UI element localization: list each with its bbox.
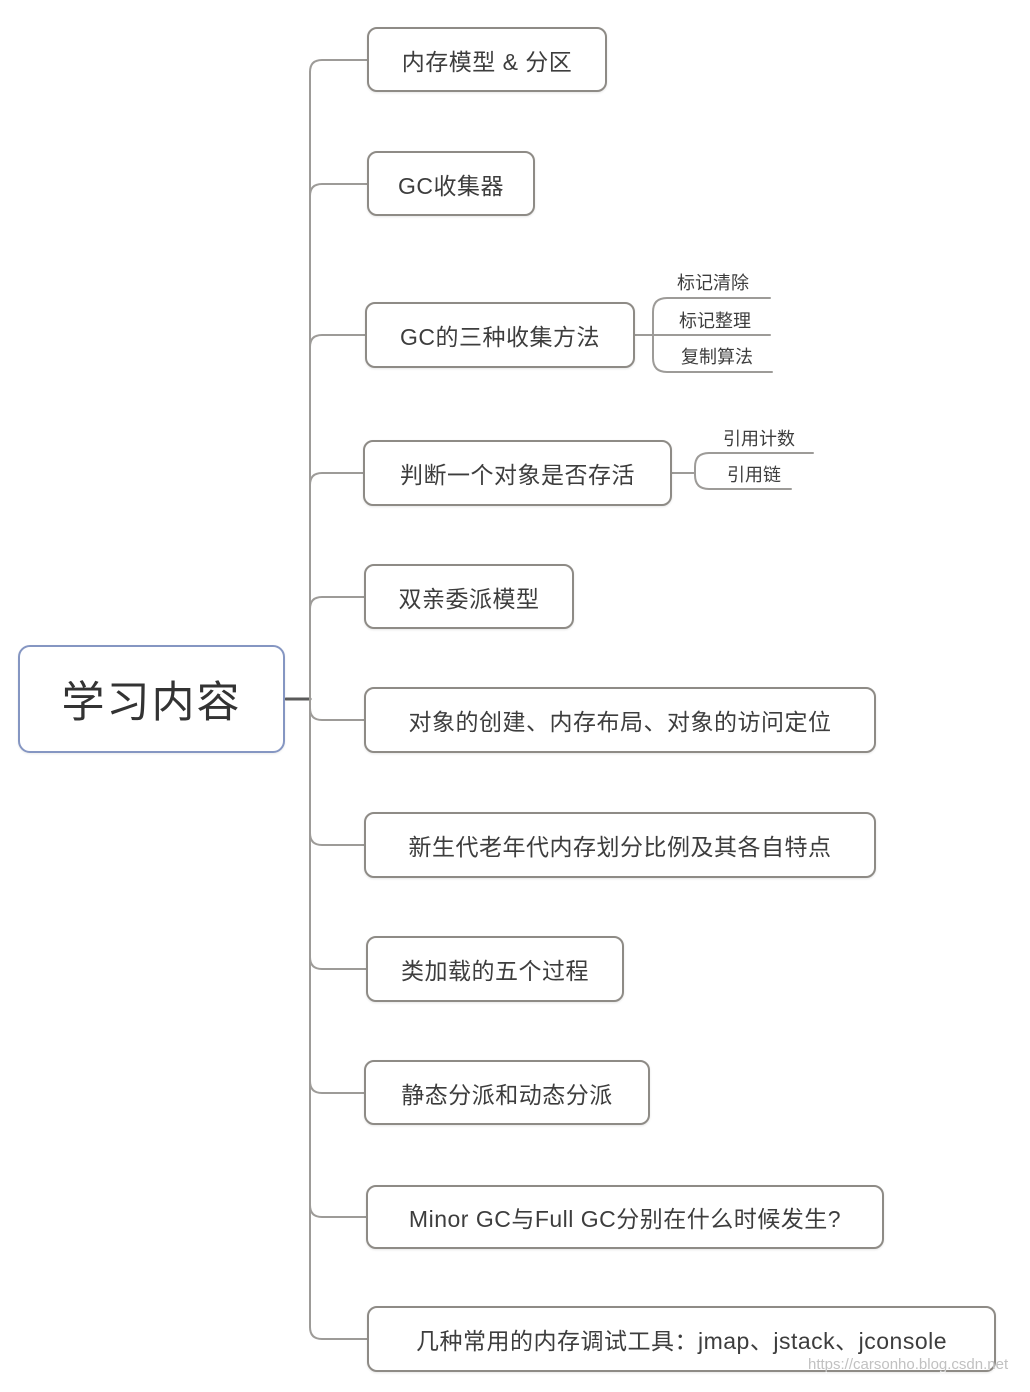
connector-topic-gc-collectors [309,183,368,197]
topic-dispatch[interactable]: 静态分派和动态分派 [364,1060,650,1125]
subtopic-copying[interactable]: 复制算法 [681,345,753,369]
topic-debug-tools[interactable]: 几种常用的内存调试工具：jmap、jstack、jconsole [367,1306,996,1372]
subtopic-mark-sweep[interactable]: 标记清除 [677,271,749,295]
connector-topic-gc-methods [309,334,366,348]
connector-topic-generation-ratio [309,832,365,846]
topic-parent-delegation[interactable]: 双亲委派模型 [364,564,574,629]
connector-topic-debug-tools [309,1326,368,1340]
connector-subtopic-reference-counting [694,452,814,474]
connector-topic-dispatch [309,1080,365,1094]
subtopic-label: 引用链 [727,465,781,485]
topic-label: GC收集器 [398,172,504,199]
root-node[interactable]: 学习内容 [18,645,285,753]
topic-label: 对象的创建、内存布局、对象的访问定位 [408,709,832,735]
watermark-text: https://carsonho.blog.csdn.net [808,1356,1009,1373]
topic-label: 双亲委派模型 [398,585,540,612]
connector-subtopic-mark-sweep [652,297,771,336]
subtopic-mark-compact[interactable]: 标记整理 [679,309,751,333]
topic-memory-model[interactable]: 内存模型 & 分区 [367,27,607,92]
topic-class-loading[interactable]: 类加载的五个过程 [366,936,624,1002]
topic-label: GC的三种收集方法 [400,324,600,350]
connector-topic-class-loading [309,956,367,970]
connector-subtopic-copying [652,334,773,373]
subtopic-label: 引用计数 [723,429,795,449]
subtopic-label: 标记清除 [677,273,749,293]
topic-label: 几种常用的内存调试工具：jmap、jstack、jconsole [415,1328,948,1354]
topic-minor-full-gc[interactable]: Minor GC与Full GC分别在什么时候发生? [366,1185,884,1249]
topic-label: Minor GC与Full GC分别在什么时候发生? [408,1206,842,1232]
topic-gc-collectors[interactable]: GC收集器 [367,151,535,216]
root-node-label: 学习内容 [61,679,242,727]
topic-label: 判断一个对象是否存活 [400,462,635,488]
topic-label: 类加载的五个过程 [401,958,589,984]
topic-label: 内存模型 & 分区 [401,48,573,75]
connector-topic-object-creation [309,707,365,721]
topic-label: 新生代老年代内存划分比例及其各自特点 [408,834,832,860]
topic-object-creation[interactable]: 对象的创建、内存布局、对象的访问定位 [364,687,876,753]
connector-topic-memory-model [309,59,368,73]
topic-label: 静态分派和动态分派 [401,1081,613,1108]
connector-topic-parent-delegation [309,596,365,610]
topic-gc-methods[interactable]: GC的三种收集方法 [365,302,635,368]
subtopic-reference-chain[interactable]: 引用链 [727,463,781,487]
subtopic-reference-counting[interactable]: 引用计数 [723,427,795,451]
connector-topic-object-alive [309,472,364,486]
connector-topic-minor-full-gc [309,1204,367,1218]
connector-subtopic-reference-chain [694,472,792,490]
subtopic-label: 复制算法 [681,347,753,367]
subtopic-label: 标记整理 [679,311,751,331]
watermark: https://carsonho.blog.csdn.net [808,1356,1008,1373]
topic-object-alive[interactable]: 判断一个对象是否存活 [363,440,672,506]
topic-generation-ratio[interactable]: 新生代老年代内存划分比例及其各自特点 [364,812,876,878]
